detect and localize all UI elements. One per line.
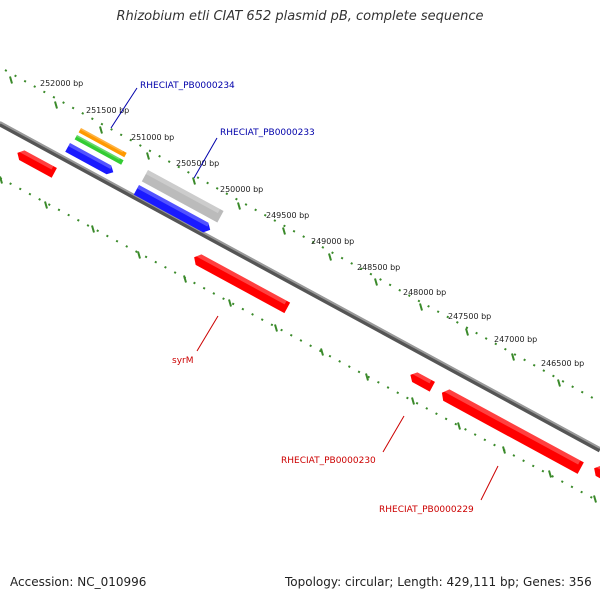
major-tick (282, 227, 286, 235)
feature-gray[interactable] (141, 170, 224, 223)
feature-green-highlight (76, 135, 121, 160)
major-tick (0, 176, 3, 184)
feature-blue-2[interactable] (133, 185, 213, 235)
feature-gray-highlight (145, 170, 221, 214)
feature-blue-1-highlight (68, 143, 113, 169)
major-tick (183, 275, 187, 283)
feature-gray-shape[interactable] (141, 170, 224, 223)
backbone (0, 121, 600, 449)
major-tick (548, 470, 552, 478)
topology-text: Topology: circular; Length: 429,111 bp; … (285, 575, 592, 589)
map-title: Rhizobium etli CIAT 652 plasmid pB, comp… (116, 9, 484, 24)
feature-red-229[interactable] (439, 387, 584, 474)
feature-blue-1[interactable] (65, 143, 115, 177)
major-tick (320, 348, 324, 356)
feature-red-small[interactable] (408, 370, 435, 392)
feature-red-edge-highlight (594, 463, 600, 470)
feature-red-229-shape[interactable] (439, 387, 584, 474)
gene-label-syrm[interactable]: syrM (172, 356, 193, 366)
tick-label: 247000 bp (494, 335, 537, 344)
tick-label: 249000 bp (311, 237, 354, 246)
major-tick (137, 251, 141, 259)
feature-orange-shape[interactable] (78, 128, 127, 158)
major-tick (91, 225, 95, 233)
feature-red-left[interactable] (15, 148, 57, 178)
gene-label-rheciat-pb0000229[interactable]: RHECIAT_PB0000229 (379, 505, 474, 515)
leader-line (193, 137, 218, 179)
gene-features (15, 128, 600, 479)
tick-label: 246500 bp (541, 359, 584, 368)
tick-label: 248500 bp (357, 263, 400, 272)
major-tick (328, 253, 332, 261)
major-tick (99, 126, 103, 134)
feature-red-small-shape[interactable] (408, 370, 435, 392)
feature-blue-1-shape[interactable] (65, 143, 115, 177)
tick-label: 250000 bp (220, 185, 263, 194)
major-tick (511, 353, 515, 361)
backbone-shadow (0, 121, 600, 453)
feature-red-syrm-shape[interactable] (191, 252, 291, 314)
leader-line (110, 87, 138, 129)
major-tick (465, 328, 469, 336)
tick-label: 252000 bp (40, 79, 83, 88)
major-tick (237, 202, 241, 210)
tick-label: 248000 bp (403, 288, 446, 297)
accession-text: Accession: NC_010996 (10, 575, 147, 589)
label-leader-lines (110, 87, 499, 501)
major-ticks (0, 76, 597, 503)
major-tick (365, 373, 369, 381)
major-tick (557, 379, 561, 387)
feature-red-left-shape[interactable] (15, 148, 57, 178)
major-tick (192, 177, 196, 185)
major-tick (502, 446, 506, 454)
feature-orange[interactable] (78, 128, 127, 158)
tick-label: 249500 bp (266, 211, 309, 220)
major-tick (9, 76, 13, 84)
feature-green-shape[interactable] (74, 135, 124, 165)
gene-label-rheciat-pb0000233[interactable]: RHECIAT_PB0000233 (220, 128, 315, 138)
tick-label: 251500 bp (86, 106, 129, 115)
major-tick (146, 152, 150, 160)
major-tick (44, 201, 48, 209)
major-tick (411, 397, 415, 405)
feature-red-syrm[interactable] (191, 252, 291, 314)
major-tick (274, 324, 278, 332)
leader-line (196, 315, 219, 352)
feature-red-left-highlight (18, 148, 54, 170)
major-tick (54, 101, 58, 109)
major-tick (228, 299, 232, 307)
tick-label: 251000 bp (131, 133, 174, 142)
major-tick (374, 278, 378, 286)
feature-green[interactable] (74, 135, 124, 165)
leader-line (480, 465, 499, 501)
feature-blue-2-highlight (137, 185, 210, 227)
feature-red-small-highlight (411, 370, 432, 384)
outer-tick-ring (4, 69, 600, 403)
feature-blue-2-shape[interactable] (133, 185, 213, 235)
major-tick (419, 303, 423, 311)
feature-red-syrm-highlight (194, 252, 287, 305)
gene-label-rheciat-pb0000230[interactable]: RHECIAT_PB0000230 (281, 456, 376, 466)
feature-red-edge[interactable] (591, 463, 600, 479)
feature-red-229-highlight (442, 387, 581, 465)
tick-label: 247500 bp (448, 312, 491, 321)
feature-orange-highlight (80, 128, 124, 153)
gene-label-rheciat-pb0000234[interactable]: RHECIAT_PB0000234 (140, 81, 235, 91)
tick-labels: 252000 bp 251500 bp 251000 bp 250500 bp 2500… (40, 79, 584, 368)
tick-label: 250500 bp (176, 159, 219, 168)
leader-line (382, 415, 405, 453)
major-tick (457, 422, 461, 430)
major-tick (593, 495, 597, 503)
